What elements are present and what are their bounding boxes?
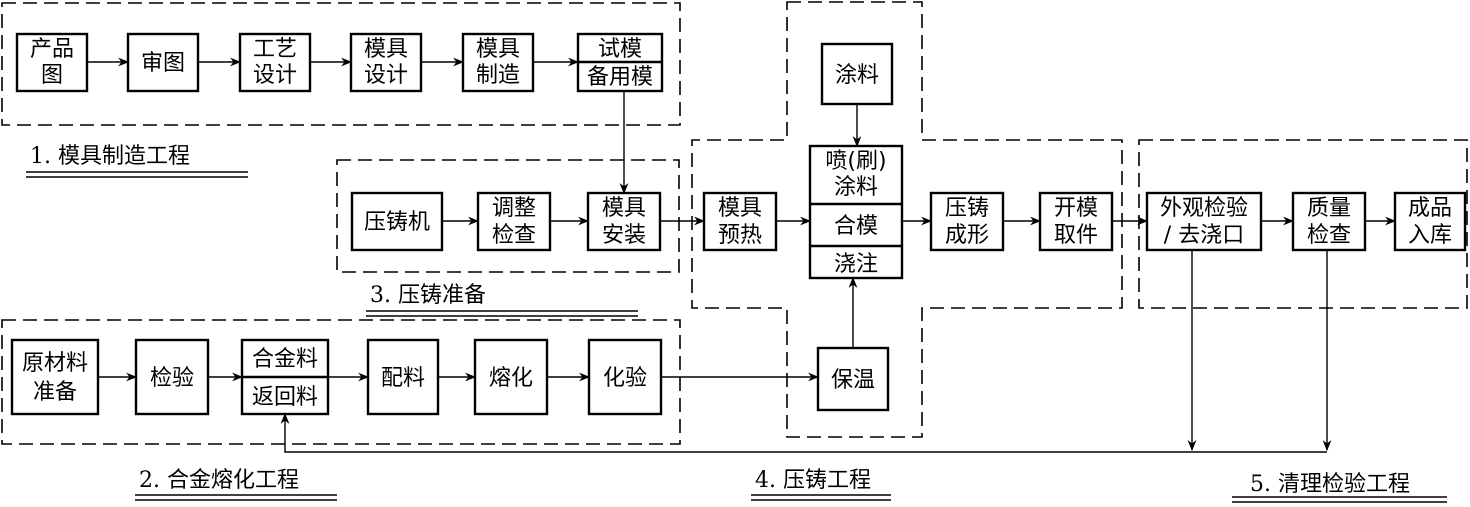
product-drawing-line2: 图	[41, 63, 63, 88]
return-material-label: 返回料	[252, 385, 318, 410]
die-forming-line1: 压铸	[945, 196, 989, 221]
visual-inspection-line1: 外观检验	[1160, 196, 1248, 221]
quality-check-line1: 质量	[1307, 196, 1351, 221]
spray-coating-line1: 喷(刷)	[825, 149, 886, 174]
section-1-label: 1. 模具制造工程	[30, 144, 190, 169]
arrow-return-material-loop	[280, 412, 1327, 453]
inspection-label: 检验	[150, 366, 194, 391]
mold-preheat-line1: 模具	[718, 196, 762, 221]
adjust-check-line2: 检查	[492, 223, 536, 248]
mold-design-line2: 设计	[364, 63, 408, 88]
insulation-label: 保温	[831, 368, 875, 393]
product-drawing-line1: 产品	[30, 37, 74, 62]
trial-mold-label: 试模	[598, 37, 642, 62]
mold-design-line1: 模具	[364, 37, 408, 62]
mold-install-line2: 安装	[602, 223, 646, 248]
mold-install-line1: 模具	[602, 196, 646, 221]
flow-arrows	[87, 57, 1397, 453]
raw-material-line2: 准备	[33, 380, 77, 405]
section-3-label: 3. 压铸准备	[370, 283, 486, 308]
drawing-review-label: 审图	[141, 51, 185, 76]
die-casting-machine-label: 压铸机	[364, 210, 430, 235]
section-3-outline	[336, 159, 680, 273]
mold-making-line1: 模具	[476, 37, 520, 62]
warehouse-line1: 成品	[1408, 196, 1452, 221]
section-2-outline	[1, 319, 681, 445]
batching-label: 配料	[381, 366, 425, 391]
pouring-label: 浇注	[834, 252, 878, 277]
alloy-label: 合金料	[252, 347, 318, 372]
open-mold-line1: 开模	[1054, 196, 1098, 221]
spray-coating-line2: 涂料	[834, 175, 878, 200]
process-design-line2: 设计	[253, 63, 297, 88]
warehouse-line2: 入库	[1408, 223, 1452, 248]
section-4-label: 4. 压铸工程	[755, 468, 871, 493]
melting-label: 熔化	[489, 366, 533, 391]
die-forming-line2: 成形	[945, 223, 989, 248]
quality-check-line2: 检查	[1307, 223, 1351, 248]
section-4-outline	[691, 1, 1123, 438]
coating-label: 涂料	[835, 63, 879, 88]
section-2-label: 2. 合金熔化工程	[139, 468, 299, 493]
section-labels: 1. 模具制造工程 3. 压铸准备 2. 合金熔化工程 4. 压铸工程 5. 清…	[26, 144, 1447, 503]
adjust-check-line1: 调整	[492, 196, 536, 221]
mold-close-label: 合模	[834, 214, 878, 239]
process-boxes: 产品 图 审图 工艺 设计 模具 设计 模具 制造 试模 备用模 压铸机 调整 …	[10, 32, 1467, 416]
raw-material-line1: 原材料	[22, 351, 88, 376]
section-1-outline	[1, 2, 681, 126]
spare-mold-label: 备用模	[587, 65, 653, 90]
section-5-label: 5. 清理检验工程	[1250, 472, 1410, 497]
mold-making-line2: 制造	[476, 63, 520, 88]
process-design-line1: 工艺	[253, 37, 297, 62]
visual-inspection-line2: / 去浇口	[1164, 223, 1244, 248]
mold-preheat-line2: 预热	[718, 223, 762, 248]
lab-test-label: 化验	[603, 366, 647, 391]
open-mold-line2: 取件	[1054, 223, 1098, 248]
